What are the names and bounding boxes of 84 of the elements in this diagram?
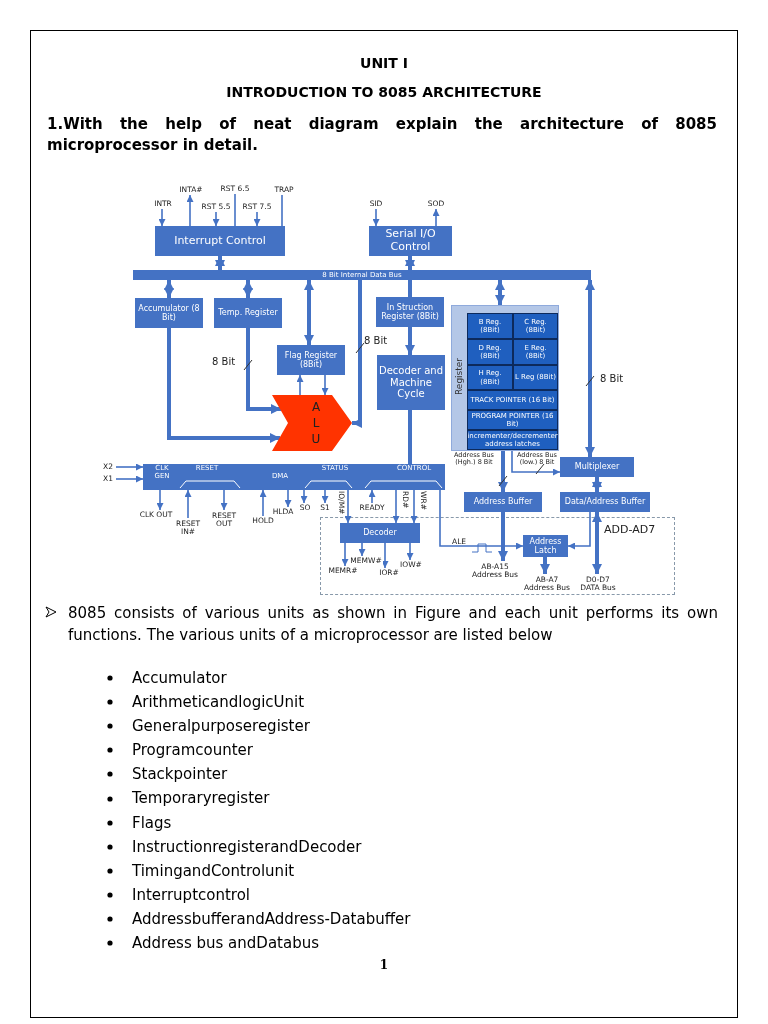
paragraph: 8085 consists of various units as shown in Figure and each unit performs its own functions. The various units of a microprocessor are listed below [68, 603, 718, 646]
arrow [164, 280, 174, 298]
list-item: Flags [132, 812, 173, 834]
unit-heading: UNIT I [359, 55, 409, 73]
arrow [341, 542, 349, 567]
list-item: Stackpointer [132, 764, 229, 786]
arrow [300, 489, 308, 504]
unit-box: Serial I/O Control [369, 226, 452, 256]
arrow [212, 211, 220, 227]
arrow [321, 374, 329, 396]
unit-box: Address Latch [523, 535, 568, 557]
arrow [495, 280, 505, 305]
arrow [368, 489, 376, 504]
edge-label: 8 Bit [600, 373, 624, 384]
list-item: Accumulator [132, 668, 228, 689]
arrow [592, 477, 602, 492]
list-item: TimingandControlunit [132, 860, 296, 882]
arrow [381, 542, 389, 569]
unit-box: Multiplexer [560, 457, 634, 477]
arrow [156, 489, 164, 511]
arrow [567, 511, 591, 550]
unit-box: Address Buffer [464, 492, 542, 512]
unit-box: Flag Register (8Bit) [277, 345, 345, 375]
unit-box: In Struction Register (8Bit) [376, 297, 444, 327]
list-item: Programcounter [132, 740, 254, 762]
register-panel [451, 305, 559, 451]
list-item: Address bus andDatabus [132, 933, 320, 955]
unit-box: Decoder and Machine Cycle [377, 355, 445, 410]
arrow [352, 280, 362, 428]
arrow [304, 280, 314, 345]
timing-control-bar [143, 464, 445, 490]
arrow [406, 542, 414, 561]
question-text: 1.With the help of neat diagram explain the architecture of 8085 microprocessor in detail. [47, 114, 717, 154]
arrow [220, 489, 228, 511]
arrow [498, 512, 508, 561]
arrow [284, 489, 292, 508]
edge-label: 8 Bit [212, 356, 236, 367]
arrow [215, 256, 225, 270]
arrow [167, 328, 280, 443]
arrow [405, 327, 415, 355]
list-item: Interruptcontrol [132, 884, 251, 906]
arrow [592, 512, 602, 574]
arrow [372, 208, 380, 227]
page-title: INTRODUCTION TO 8085 ARCHITECTURE [225, 84, 543, 102]
arrow [259, 489, 267, 517]
arrow [585, 280, 595, 457]
list-item: AddressbufferandAddress-Databuffer [132, 908, 411, 930]
list-item: Temporaryregister [132, 788, 271, 810]
connector-line [281, 194, 283, 227]
panel-title: Register [454, 356, 465, 397]
arrow [158, 208, 166, 227]
connector-line [234, 193, 236, 227]
list-item: Generalpurposeregister [132, 716, 311, 738]
arrow [115, 463, 144, 471]
edge-label: 8 Bit [364, 335, 388, 346]
arrow [253, 211, 261, 227]
arrow [243, 280, 253, 298]
arrow [540, 557, 550, 574]
arrow [439, 489, 524, 550]
list-item: InstructionregisterandDecoder [132, 836, 363, 858]
unit-box: Interrupt Control [155, 226, 285, 256]
arrow [344, 489, 352, 524]
unit-box: Data/Address Buffer [560, 492, 650, 512]
arrow [498, 451, 508, 492]
connector-line [408, 280, 412, 297]
arrow [410, 489, 418, 524]
arrow [115, 475, 144, 483]
list-item: ArithmeticandlogicUnit [132, 692, 306, 714]
arrow [246, 328, 281, 414]
arrow [392, 489, 400, 524]
connector-line [408, 410, 412, 464]
page-number: 1 [378, 958, 390, 974]
arrow [405, 256, 415, 270]
unit-box: Temp. Register [214, 298, 282, 328]
arrow [358, 542, 366, 557]
arrow [186, 194, 194, 227]
arrow [432, 208, 440, 227]
unit-box: Accumulator (8 Bit) [135, 298, 203, 328]
edge-label: ADD-AD7 [604, 524, 656, 537]
arrow [184, 489, 192, 519]
arrow [296, 374, 304, 396]
unit-box: Decoder [340, 523, 420, 543]
alu-shape: A L U [272, 395, 352, 451]
arrow [321, 489, 329, 504]
